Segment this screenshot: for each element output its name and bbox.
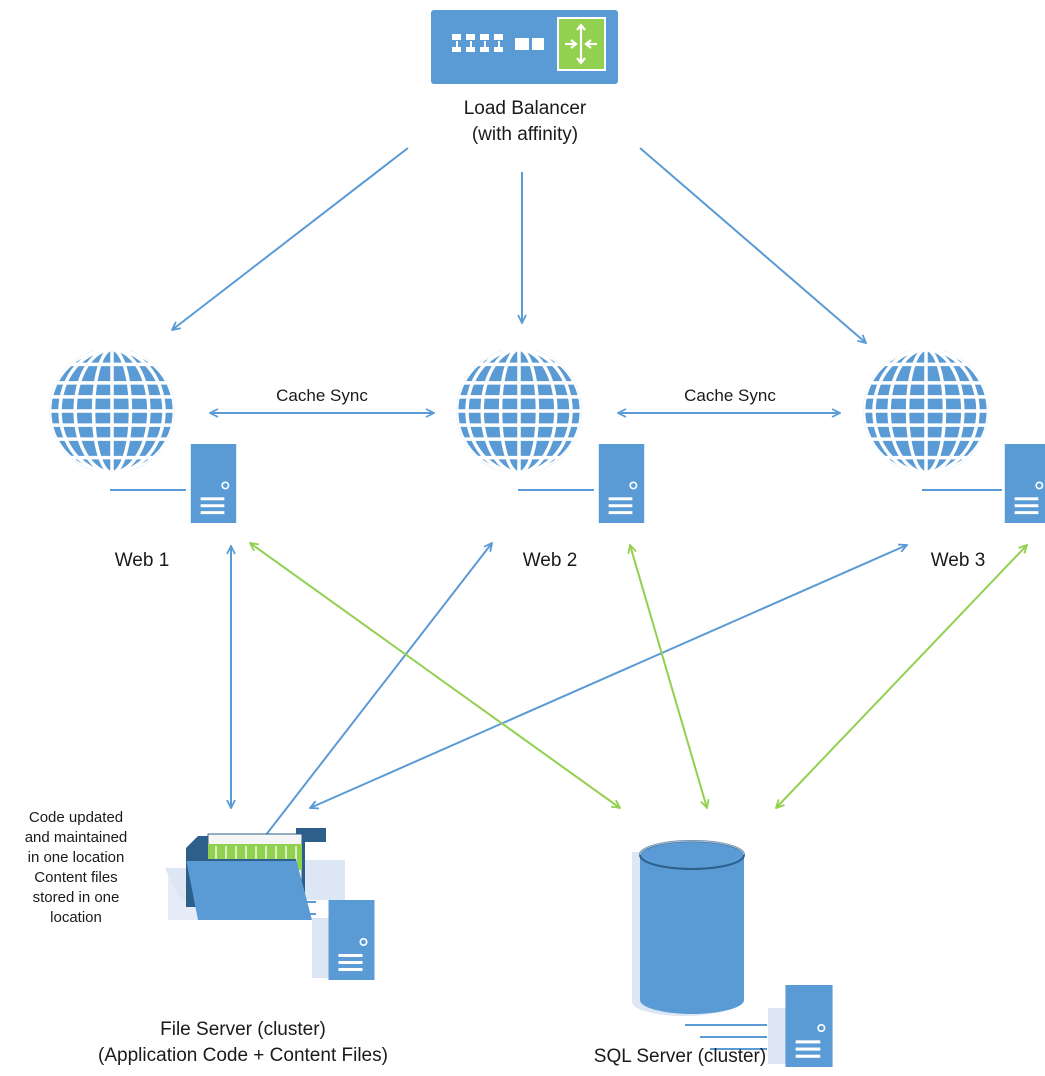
- web-file-arrows: [231, 543, 907, 841]
- file-server-note-line: stored in one: [32, 889, 120, 906]
- web1-sql-arrow: [250, 543, 620, 808]
- file-server-icon: [165, 828, 375, 980]
- routing-arrows-icon: [557, 17, 606, 71]
- sql-server-icon: [632, 840, 834, 1067]
- cache-sync-left-label: Cache Sync: [276, 386, 368, 405]
- database-cylinder-icon: [632, 840, 745, 1016]
- file-server-note-line: in one location: [27, 849, 125, 866]
- web1-label: Web 1: [114, 550, 170, 571]
- web3-file-arrow: [310, 545, 907, 808]
- file-server-note-line: Code updated: [28, 809, 124, 826]
- load-balancer-label: Load Balancer (with affinity): [425, 96, 625, 148]
- web-sql-arrows: [250, 543, 1027, 808]
- web2-server-icon: [454, 346, 645, 523]
- web3-label: Web 3: [930, 550, 986, 571]
- web2-tower-icon: [598, 444, 645, 523]
- lb-to-web3-arrow: [639, 147, 866, 343]
- file-server-tower-icon: [328, 900, 375, 980]
- file-server-note-line: location: [50, 909, 102, 926]
- web3-sql-arrow: [776, 545, 1027, 808]
- web3-server-icon: [861, 346, 1045, 523]
- sql-server-stack-lines: [685, 1024, 767, 1050]
- lb-to-web1-arrow: [172, 147, 409, 330]
- web3-globe-icon: [861, 346, 991, 476]
- file-server-label-line2: (Application Code + Content Files): [98, 1045, 388, 1066]
- network-ports-icon: [452, 34, 544, 52]
- web1-tower-icon: [190, 444, 237, 523]
- file-server-tower-back: [312, 918, 330, 978]
- file-server-note-line: and maintained: [24, 829, 128, 846]
- web2-label: Web 2: [522, 550, 578, 571]
- web1-globe-icon: [47, 346, 177, 476]
- load-balancer-label-line2: (with affinity): [471, 124, 579, 145]
- file-server-label: File Server (cluster) (Application Code …: [68, 1017, 418, 1069]
- sql-server-label: SQL Server (cluster): [593, 1046, 767, 1067]
- web3-tower-icon: [1004, 444, 1045, 523]
- load-balancer-label-line1: Load Balancer: [463, 98, 587, 119]
- sql-server-tower-back: [768, 1008, 786, 1064]
- web2-globe-icon: [454, 346, 584, 476]
- load-balancer-icon: [431, 10, 618, 84]
- web2-sql-arrow: [630, 545, 707, 808]
- file-server-note: Code updated and maintained in one locat…: [6, 808, 146, 928]
- lb-to-web-arrows: [172, 147, 866, 343]
- folder-icon: [165, 828, 345, 920]
- file-server-label-line1: File Server (cluster): [160, 1019, 326, 1040]
- file-server-note-line: Content files: [34, 869, 118, 886]
- cache-sync-right-label: Cache Sync: [684, 386, 776, 405]
- web1-server-icon: [47, 346, 237, 523]
